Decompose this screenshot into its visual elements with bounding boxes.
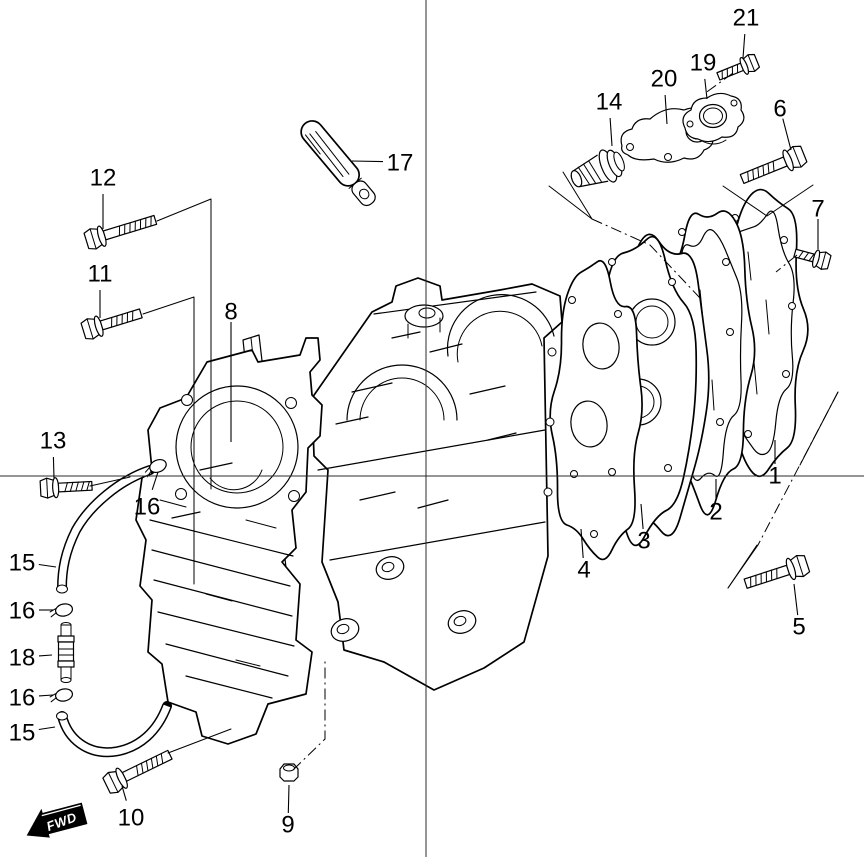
- part-6-bolt: [739, 145, 808, 185]
- part-10-bolt: [102, 749, 173, 794]
- part-4-cylinder-gasket: [549, 259, 643, 561]
- leader-line-21-0: [742, 33, 746, 59]
- part-21-bolt: [716, 53, 761, 81]
- callout-16-11: 16: [134, 494, 161, 521]
- part-14-thermostat: [570, 149, 625, 188]
- part-5-bolt: [743, 554, 811, 589]
- leader-line-9-18: [287, 784, 290, 814]
- fwd-arrow-highlight: [41, 804, 81, 817]
- callout-9-18: 9: [281, 812, 294, 839]
- part-13-bolt: [39, 477, 93, 499]
- mount-boss: [330, 556, 477, 642]
- callout-17-6: 17: [387, 150, 414, 177]
- callout-16-13: 16: [9, 598, 36, 625]
- leader-line-15-12: [38, 563, 57, 568]
- callout-14-3: 14: [596, 89, 623, 116]
- leader-line-13-10: [52, 456, 55, 479]
- part-12-bolt: [83, 214, 158, 250]
- callout-15-16: 15: [9, 720, 36, 747]
- callout-4-20: 4: [577, 557, 590, 584]
- callout-7-5: 7: [811, 196, 824, 223]
- callout-12-7: 12: [90, 165, 117, 192]
- part-18-joint: [57, 622, 75, 683]
- leader-line-15-16: [38, 726, 56, 731]
- leader-line-18-14: [38, 654, 53, 657]
- callout-2-22: 2: [709, 499, 722, 526]
- part-7-bolt: [793, 248, 832, 270]
- leader-line-20-2: [664, 94, 668, 125]
- leader-line-4-20: [580, 528, 584, 559]
- fwd-arrow: FWD: [26, 802, 88, 838]
- cylinder-block: [311, 277, 563, 691]
- callout-8-9: 8: [224, 299, 237, 326]
- callout-18-14: 18: [9, 645, 36, 672]
- callout-16-15: 16: [9, 685, 36, 712]
- callout-19-1: 19: [690, 50, 717, 77]
- leader-line-5-19: [793, 583, 799, 616]
- part-16-clamp-c: [49, 688, 74, 703]
- leader-line-14-3: [609, 117, 613, 147]
- callout-6-4: 6: [773, 96, 786, 123]
- part-19-thermostat-cover: [682, 92, 745, 145]
- leader-line-19-1: [704, 78, 708, 100]
- callout-20-2: 20: [651, 66, 678, 93]
- callout-3-21: 3: [637, 528, 650, 555]
- leader-line-17-6: [351, 160, 384, 163]
- leader-line-3-21: [640, 503, 644, 530]
- part-17-anode: [300, 120, 376, 207]
- callout-21-0: 21: [733, 5, 760, 32]
- callout-13-10: 13: [40, 428, 67, 455]
- callout-15-12: 15: [9, 550, 36, 577]
- part-15-hose-lower: [56, 701, 172, 758]
- callout-5-19: 5: [792, 614, 805, 641]
- callout-1-23: 1: [768, 463, 781, 490]
- part-9-plug: [279, 763, 299, 782]
- callout-11-8: 11: [88, 261, 113, 288]
- crankcase-half: [135, 337, 323, 745]
- part-11-bolt: [80, 308, 143, 340]
- leader-line-10-17: [121, 785, 127, 801]
- part-15-hose-upper: [56, 465, 155, 594]
- leader-line-6-4: [782, 118, 792, 151]
- callout-10-17: 10: [118, 805, 145, 832]
- leader-line-16-15: [38, 694, 54, 697]
- fwd-arrow-body: [39, 802, 88, 836]
- leader-line-16-11: [151, 471, 159, 490]
- part-16-clamp-b: [49, 603, 74, 618]
- surface-hatching: [171, 331, 517, 519]
- alignment-lines: [89, 72, 839, 771]
